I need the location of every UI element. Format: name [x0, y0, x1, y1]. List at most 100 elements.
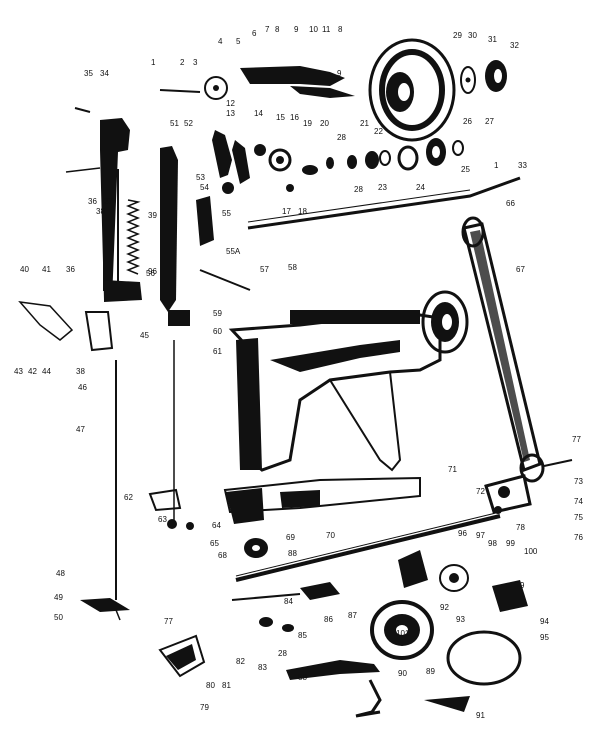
label-93: 93 [456, 615, 465, 624]
arm-shaft [247, 176, 521, 230]
label-1b: 1 [494, 161, 499, 170]
label-80: 80 [206, 681, 215, 690]
label-18: 18 [298, 207, 307, 216]
label-96: 96 [458, 529, 467, 538]
label-6: 6 [252, 29, 257, 38]
label-39: 39 [148, 211, 157, 220]
label-51: 51 [170, 119, 179, 128]
label-8: 8 [275, 25, 280, 34]
label-62: 62 [124, 493, 133, 502]
label-85: 85 [298, 631, 307, 640]
label-31: 31 [488, 35, 497, 44]
label-55a: 55A [226, 247, 241, 256]
pitman-screw [543, 459, 573, 467]
label-8b: 8 [338, 25, 343, 34]
label-2: 2 [180, 58, 185, 67]
label-36b: 36 [66, 265, 75, 274]
link-pin [199, 269, 251, 291]
label-58: 58 [288, 263, 297, 272]
needle-bar [160, 146, 214, 326]
lower-shaft [235, 511, 501, 582]
label-66: 66 [506, 199, 515, 208]
label-9c: 9 [520, 581, 525, 590]
label-100: 100 [524, 547, 538, 556]
label-88: 88 [288, 549, 297, 558]
label-29: 29 [453, 31, 462, 40]
left-small-parts [148, 488, 194, 530]
label-75: 75 [574, 513, 583, 522]
label-45: 45 [140, 331, 149, 340]
label-13: 13 [226, 109, 235, 118]
stop-motion-knob [485, 60, 507, 92]
label-14: 14 [254, 109, 263, 118]
label-65: 65 [210, 539, 219, 548]
label-5: 5 [236, 37, 241, 46]
label-7: 7 [265, 25, 270, 34]
label-48: 48 [56, 569, 65, 578]
label-99: 99 [506, 539, 515, 548]
label-24: 24 [416, 183, 425, 192]
label-9b: 9 [337, 69, 342, 78]
label-34: 34 [100, 69, 109, 78]
shuttle-race [370, 600, 434, 660]
presser-spring [125, 199, 141, 275]
label-4: 4 [218, 37, 223, 46]
label-15: 15 [276, 113, 285, 122]
label-81: 81 [222, 681, 231, 690]
label-54: 54 [200, 183, 209, 192]
label-87: 87 [348, 611, 357, 620]
label-83: 83 [258, 663, 267, 672]
label-88b: 88 [298, 673, 307, 682]
label-98: 98 [488, 539, 497, 548]
label-36a: 36 [88, 197, 97, 206]
label-97: 97 [476, 531, 485, 540]
label-60: 60 [213, 327, 222, 336]
label-40: 40 [20, 265, 29, 274]
label-21: 21 [360, 119, 369, 128]
label-90: 90 [398, 669, 407, 678]
label-77b: 77 [164, 617, 173, 626]
label-57: 57 [260, 265, 269, 274]
label-52: 52 [184, 119, 193, 128]
rocker-link [484, 474, 532, 514]
label-28b: 28 [354, 185, 363, 194]
label-74: 74 [574, 497, 583, 506]
label-91: 91 [476, 711, 485, 720]
label-32: 32 [510, 41, 519, 50]
label-55: 55 [222, 209, 231, 218]
label-56: 56 [146, 269, 155, 278]
label-68: 68 [218, 551, 227, 560]
label-33: 33 [518, 161, 527, 170]
label-44: 44 [42, 367, 51, 376]
part-labels: 1 2 3 4 5 6 7 8 9 10 11 8 9 12 13 14 15 … [14, 25, 583, 720]
pitman-rod [461, 216, 545, 483]
tension-assembly [212, 130, 464, 194]
bed-plate [223, 476, 421, 524]
label-79: 79 [200, 703, 209, 712]
label-10: 10 [309, 25, 318, 34]
label-43: 43 [14, 367, 23, 376]
belt-guard [424, 696, 470, 712]
label-84: 84 [284, 597, 293, 606]
label-46: 46 [78, 383, 87, 392]
label-53: 53 [196, 173, 205, 182]
label-50: 50 [54, 613, 63, 622]
label-9: 9 [294, 25, 299, 34]
label-76: 76 [574, 533, 583, 542]
label-61: 61 [213, 347, 222, 356]
label-38b: 38 [76, 367, 85, 376]
label-11: 11 [322, 25, 331, 34]
handwheel [368, 38, 456, 142]
label-96b: 96 [148, 267, 157, 276]
belt-ring [446, 630, 522, 686]
label-3: 3 [193, 58, 198, 67]
label-73: 73 [574, 477, 583, 486]
label-101: 101 [396, 629, 410, 638]
bobbin-case-parts [231, 538, 340, 632]
label-28: 28 [337, 133, 346, 142]
label-17: 17 [282, 207, 291, 216]
treadle-lever [286, 660, 382, 718]
top-cover-plate [204, 66, 355, 100]
presser-bar-assembly [65, 107, 142, 302]
